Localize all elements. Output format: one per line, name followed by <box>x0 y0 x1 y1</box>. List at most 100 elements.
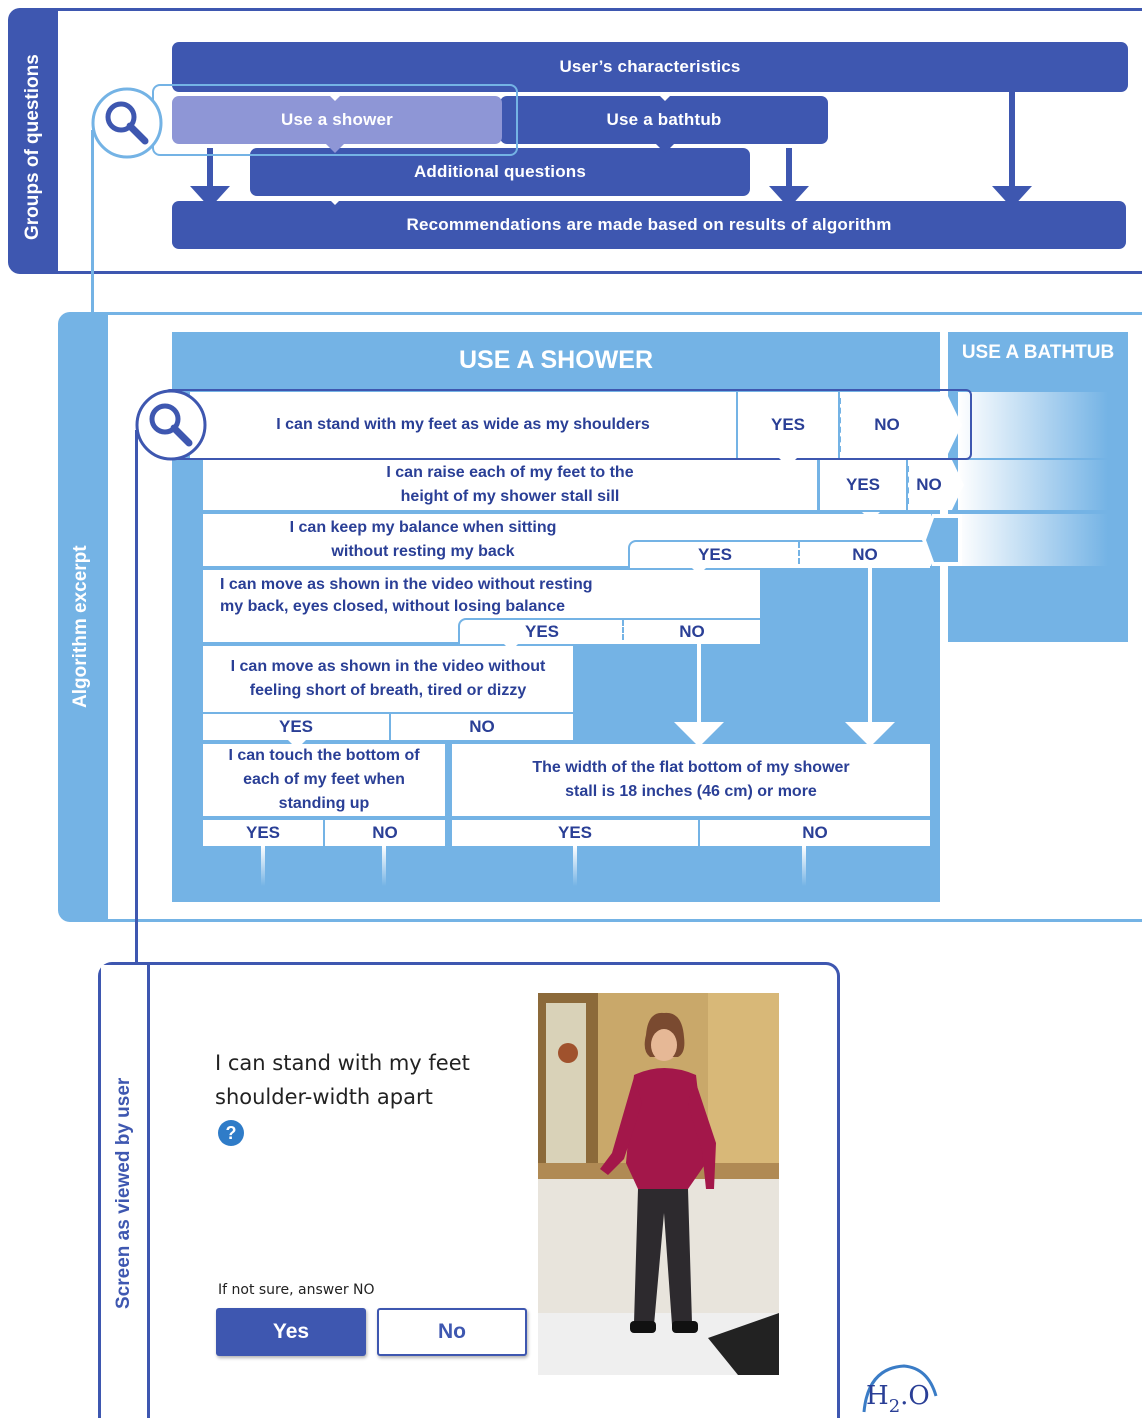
flow-line <box>697 642 701 724</box>
q7-yes-label: YES <box>557 823 593 842</box>
divider <box>389 716 391 738</box>
q6-no-label: NO <box>372 823 398 842</box>
recommendations-label: Recommendations are made based on result… <box>406 215 892 234</box>
question-4-text: I can move as shown in the video without… <box>220 576 593 615</box>
zoom-highlight <box>152 84 518 156</box>
q2-yes-label: YES <box>845 475 881 494</box>
h2o-logo-icon <box>862 1364 938 1413</box>
q7-no: NO <box>700 820 930 846</box>
q3-yes: YES <box>628 540 800 568</box>
flow-notch <box>326 196 344 205</box>
groups-label: Groups of questions <box>22 54 43 240</box>
flow-notch <box>326 144 344 153</box>
additional-questions-bar: Additional questions <box>250 148 750 196</box>
users-characteristics-bar: User’s characteristics <box>172 42 1128 92</box>
divider <box>698 822 700 844</box>
flow-line <box>382 846 386 886</box>
use-bathtub-bar: Use a bathtub <box>500 96 828 144</box>
q5-no: NO <box>391 714 573 740</box>
q4-no-label: NO <box>679 622 705 641</box>
q5-no-label: NO <box>469 717 495 736</box>
flow-notch <box>862 512 880 521</box>
q4-yes-label: YES <box>524 622 560 641</box>
demonstration-photo <box>538 993 779 1375</box>
flow-notch <box>656 92 674 101</box>
flow-notch <box>690 566 708 575</box>
algorithm-side-tab: Algorithm excerpt <box>58 312 108 922</box>
question-1: I can stand with my feet as wide as my s… <box>190 392 736 458</box>
algorithm-label: Algorithm excerpt <box>70 545 91 708</box>
h2o-logo: H2.O <box>866 1381 930 1417</box>
divider <box>907 466 909 504</box>
divider <box>622 620 624 640</box>
logo-o: .O <box>900 1381 930 1411</box>
question-7: The width of the flat bottom of my showe… <box>452 744 930 816</box>
additional-questions-label: Additional questions <box>413 162 587 181</box>
arrow-head <box>674 722 724 747</box>
flow-line <box>802 846 806 886</box>
magnifier-icon <box>135 389 207 461</box>
divider <box>323 822 325 844</box>
connector-line <box>135 430 138 962</box>
q4-yes: YES <box>458 618 624 644</box>
question-2-text: I can raise each of my feet to the heigh… <box>386 464 634 505</box>
arrow-right-icon <box>930 392 962 458</box>
q2-no-label: NO <box>916 475 942 494</box>
divider <box>839 398 841 452</box>
divider <box>736 392 738 458</box>
no-button[interactable]: No <box>377 1308 527 1356</box>
q6-yes-label: YES <box>245 823 281 842</box>
use-bathtub-label: Use a bathtub <box>606 110 722 129</box>
question-5: I can move as shown in the video without… <box>203 646 573 712</box>
divider <box>798 542 800 564</box>
question-7-text: The width of the flat bottom of my showe… <box>532 759 850 800</box>
q1-no: NO <box>840 392 934 458</box>
question-1-text: I can stand with my feet as wide as my s… <box>276 416 650 433</box>
arrow-left-icon <box>922 514 962 566</box>
arrow-right-icon <box>946 460 964 510</box>
use-shower-bar: Use a shower <box>172 96 502 144</box>
yes-button[interactable]: Yes <box>216 1308 366 1356</box>
q3-no-label: NO <box>852 545 878 564</box>
flow-notch <box>326 92 344 101</box>
help-icon[interactable]: ? <box>218 1120 244 1146</box>
logo-h: H <box>866 1381 889 1411</box>
q2-yes: YES <box>820 460 906 510</box>
screen-question: I can stand with my feet shoulder-width … <box>215 1051 470 1109</box>
q2-no: NO <box>908 460 950 510</box>
arrow-stem <box>207 148 213 190</box>
bathtub-band <box>958 514 1108 566</box>
question-6: I can touch the bottom of each of my fee… <box>203 744 445 816</box>
recommendations-bar: Recommendations are made based on result… <box>172 201 1126 249</box>
connector-line <box>91 130 94 312</box>
q3-no: NO <box>800 540 930 568</box>
logo-2: 2 <box>888 1396 901 1417</box>
flow-line <box>261 846 265 886</box>
flow-line <box>868 566 872 724</box>
arrow-stem <box>1009 92 1015 190</box>
users-characteristics-label: User’s characteristics <box>559 57 741 76</box>
question-6-text: I can touch the bottom of each of my fee… <box>228 747 420 812</box>
q1-no-label: NO <box>874 415 900 434</box>
zoom-highlight <box>164 389 972 460</box>
q5-yes: YES <box>203 714 389 740</box>
arrow-head <box>845 722 895 747</box>
user-screen-side-tab: Screen as viewed by user <box>101 965 150 1418</box>
q4-no: NO <box>624 618 760 644</box>
woman-standing-illustration <box>538 993 779 1375</box>
use-bathtub-title: USE A BATHTUB <box>961 342 1115 363</box>
q6-no: NO <box>325 820 445 846</box>
flow-notch <box>502 642 520 651</box>
question-5-text: I can move as shown in the video without… <box>230 658 546 699</box>
q5-yes-label: YES <box>278 717 314 736</box>
flow-notch <box>288 740 306 749</box>
q6-yes: YES <box>203 820 323 846</box>
arrow-stem <box>786 148 792 190</box>
flow-notch <box>656 144 674 153</box>
use-shower-label: Use a shower <box>280 110 393 129</box>
divider <box>817 460 820 510</box>
flow-line <box>573 846 577 886</box>
user-screen-panel <box>98 962 840 1418</box>
q3-yes-label: YES <box>697 545 733 564</box>
magnifier-icon <box>91 87 163 159</box>
